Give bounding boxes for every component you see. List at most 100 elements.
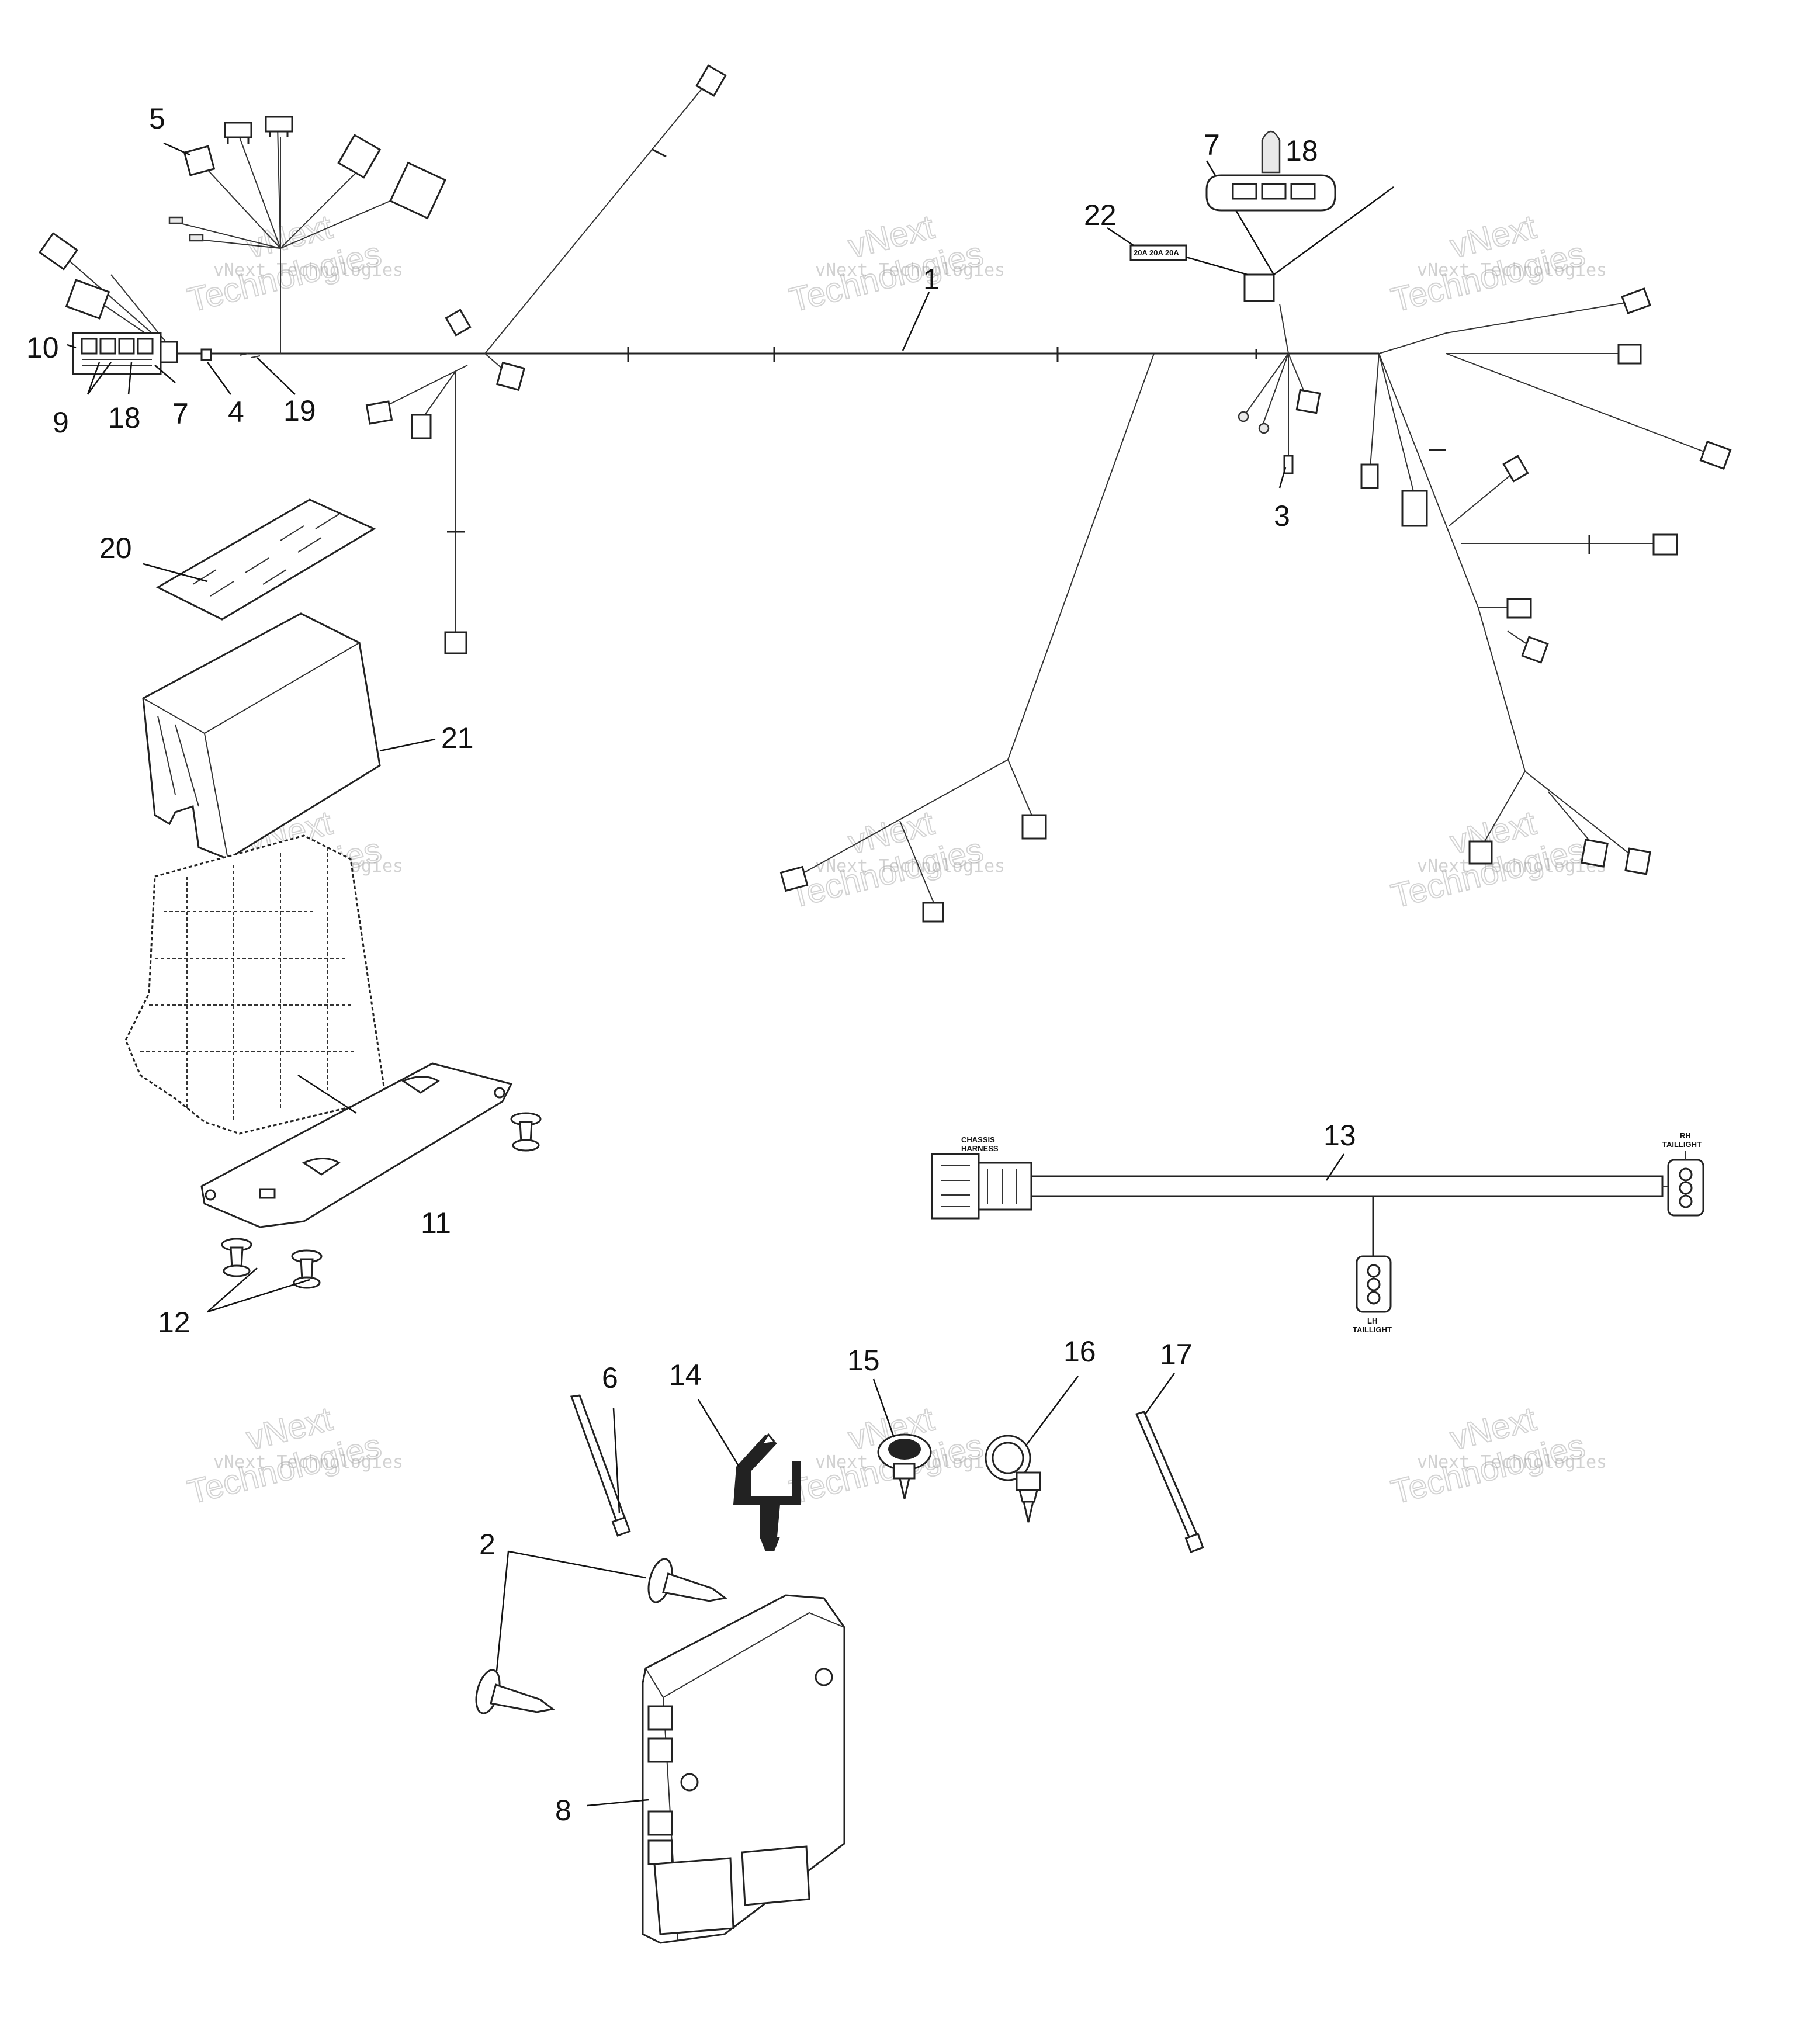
connector [365, 400, 393, 425]
connector [389, 161, 446, 220]
rh-taillight-label-1: RH [1680, 1131, 1691, 1140]
callout-16: 16 [1063, 1335, 1096, 1368]
connector [1360, 463, 1379, 489]
leader-4 [206, 362, 232, 395]
cable-tie-head [1184, 1533, 1204, 1553]
leader-12 [207, 1267, 310, 1313]
fuse-block-plug [160, 341, 178, 363]
push-clip-14 [733, 1435, 801, 1537]
connector-19-detail [239, 353, 261, 358]
ecu-tabs [647, 1705, 673, 1865]
chassis-harness-label-2: HARNESS [961, 1144, 999, 1153]
ecu-module-assembly [475, 1558, 845, 1944]
fuse [118, 338, 135, 355]
ring-terminal [168, 216, 183, 224]
watermark-text: vNext Technologies [213, 260, 403, 280]
hose-clip-15-base [893, 1463, 916, 1480]
connector [445, 309, 472, 337]
center-down-branch [791, 353, 1155, 906]
connector-group-5 [168, 116, 446, 242]
leader-6 [612, 1408, 621, 1514]
ecu-connector-ports [653, 1845, 810, 1935]
right-center-branches [1244, 303, 1309, 462]
watermark-text: vNext Technologies [1417, 1452, 1607, 1473]
fuse [137, 338, 154, 355]
callout-9: 9 [53, 406, 69, 439]
leader-20 [143, 563, 208, 583]
callout-11: 11 [421, 1207, 451, 1239]
fuse-18 [1261, 130, 1281, 174]
center-left-branches [379, 353, 509, 637]
callout-3: 3 [1274, 500, 1290, 532]
callout-7b: 7 [1204, 129, 1220, 161]
watermark-text: vNext Technologies [815, 856, 1005, 877]
connector [922, 902, 944, 923]
connector [337, 134, 382, 179]
leader-3 [1278, 467, 1287, 489]
lh-taillight-label-1: LH [1367, 1317, 1377, 1325]
leader-8 [587, 1799, 649, 1807]
fuse [99, 338, 116, 355]
plate-slot [401, 1076, 440, 1094]
push-pin [291, 1249, 323, 1289]
leader-7a [154, 365, 176, 383]
callout-8: 8 [555, 1794, 571, 1827]
callout-18a: 18 [108, 401, 141, 434]
watermark-text: vNext Technologies [815, 260, 1005, 280]
connector [495, 361, 526, 392]
connector [224, 122, 252, 144]
leader-2 [495, 1550, 646, 1672]
fuse-label-plate [1129, 244, 1187, 261]
callout-12: 12 [158, 1306, 190, 1339]
fuse-holder-22 [1243, 273, 1275, 302]
connector [444, 631, 467, 654]
connector [1652, 533, 1678, 556]
plate-hole [205, 1189, 216, 1201]
callout-2: 2 [479, 1528, 495, 1561]
push-pin [510, 1112, 542, 1152]
watermark: vNext Technologies [785, 207, 987, 320]
ecu-mount-hole [815, 1668, 833, 1686]
watermark-text: vNext Technologies [1417, 260, 1607, 280]
connector [65, 279, 110, 320]
callout-6: 6 [602, 1361, 618, 1394]
connector-3 [1283, 455, 1294, 474]
pin-washer [223, 1264, 251, 1277]
leader-16 [1025, 1376, 1079, 1447]
watermark-group: vNext Technologies vNext Technologies vN… [183, 207, 1607, 1512]
callout-10: 10 [26, 331, 59, 364]
callout-18b: 18 [1285, 134, 1318, 167]
taillight-harness-cable [1030, 1175, 1664, 1197]
connector [1617, 344, 1642, 365]
pin [1679, 1167, 1693, 1182]
callout-leaders [67, 142, 1345, 1807]
watermark-text: vNext Technologies [213, 1452, 403, 1473]
callout-13: 13 [1323, 1119, 1356, 1152]
callout-4: 4 [228, 396, 244, 428]
pin [1367, 1277, 1381, 1291]
callout-numbers: 1 2 3 4 5 6 7 7 8 9 10 11 12 13 14 15 16… [26, 102, 1356, 1827]
fuse-label-text: 20A 20A 20A [1134, 248, 1179, 257]
connector [695, 64, 727, 97]
cable-tie-head [611, 1516, 631, 1537]
connector [1699, 440, 1732, 470]
push-pin [221, 1238, 252, 1277]
watermark: vNext Technologies [785, 803, 987, 916]
ring-terminal [1238, 411, 1249, 422]
pin [1679, 1181, 1693, 1195]
leader-9 [86, 362, 112, 395]
leader-22 [1107, 227, 1134, 247]
decal-text-lines [192, 514, 339, 597]
leader-17 [1144, 1373, 1176, 1415]
push-clip-14-tip [760, 1537, 780, 1551]
fuse-block-left [72, 332, 178, 375]
connector [183, 145, 216, 176]
screw [475, 1669, 555, 1714]
fuse [1290, 183, 1316, 200]
connector [1468, 840, 1493, 865]
callout-21: 21 [441, 722, 474, 754]
leader-5 [163, 142, 190, 156]
left-fan-branches [175, 125, 410, 354]
ecu-mount-hole [680, 1773, 699, 1792]
pin [1367, 1264, 1381, 1278]
